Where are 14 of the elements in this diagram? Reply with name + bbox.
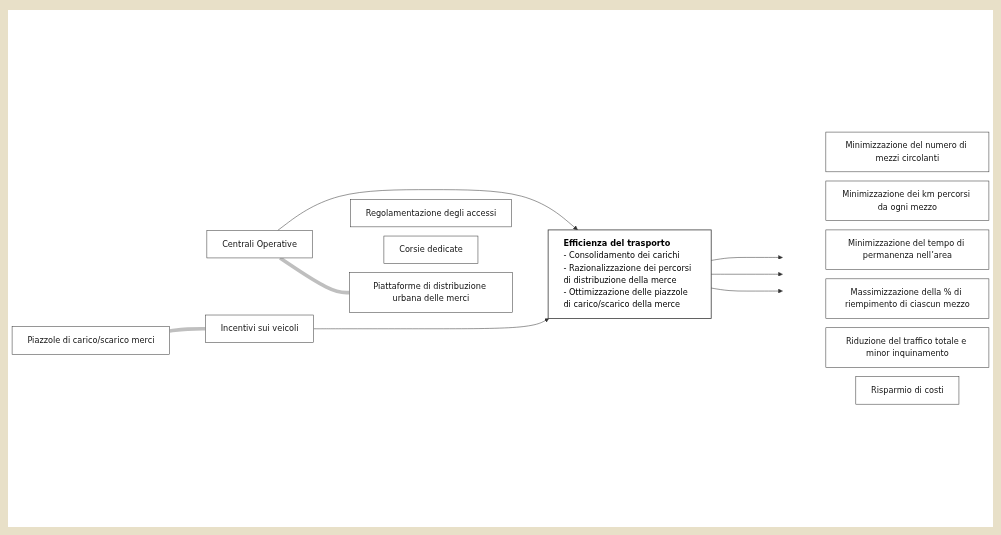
node-box: Regolamentazione degli accessi: [350, 199, 512, 228]
node-box: Piattaforme di distribuzione urbana delle merci: [349, 272, 513, 314]
node-box: Corsie dedicate: [383, 236, 479, 265]
node-box: Minimizzazione del numero di mezzi circolanti: [825, 132, 990, 173]
node-box: Risparmio di costi: [855, 376, 960, 405]
node-box: Riduzione del traffico totale e minor inquinamento: [825, 327, 990, 369]
connector: [169, 327, 206, 334]
node-box: Efficienza del trasporto - Consolidamento dei carichi - Razionalizzazione dei percorsi di distribuzione della merce - Ottimizzazione delle piazzole di carico/scarico della merce: [547, 229, 712, 320]
node-box: Minimizzazione dei km percorsi da ogni mezzo: [825, 181, 990, 222]
node-box: Minimizzazione del tempo di permanenza nell’area: [825, 230, 990, 271]
node-box: Incentivi sui veicoli: [205, 315, 314, 344]
node-box: Centrali Operative: [206, 230, 313, 259]
node-box: Piazzole di carico/scarico merci: [11, 326, 170, 355]
node-box: Massimizzazione della % di riempimento di ciascun mezzo: [825, 278, 990, 320]
